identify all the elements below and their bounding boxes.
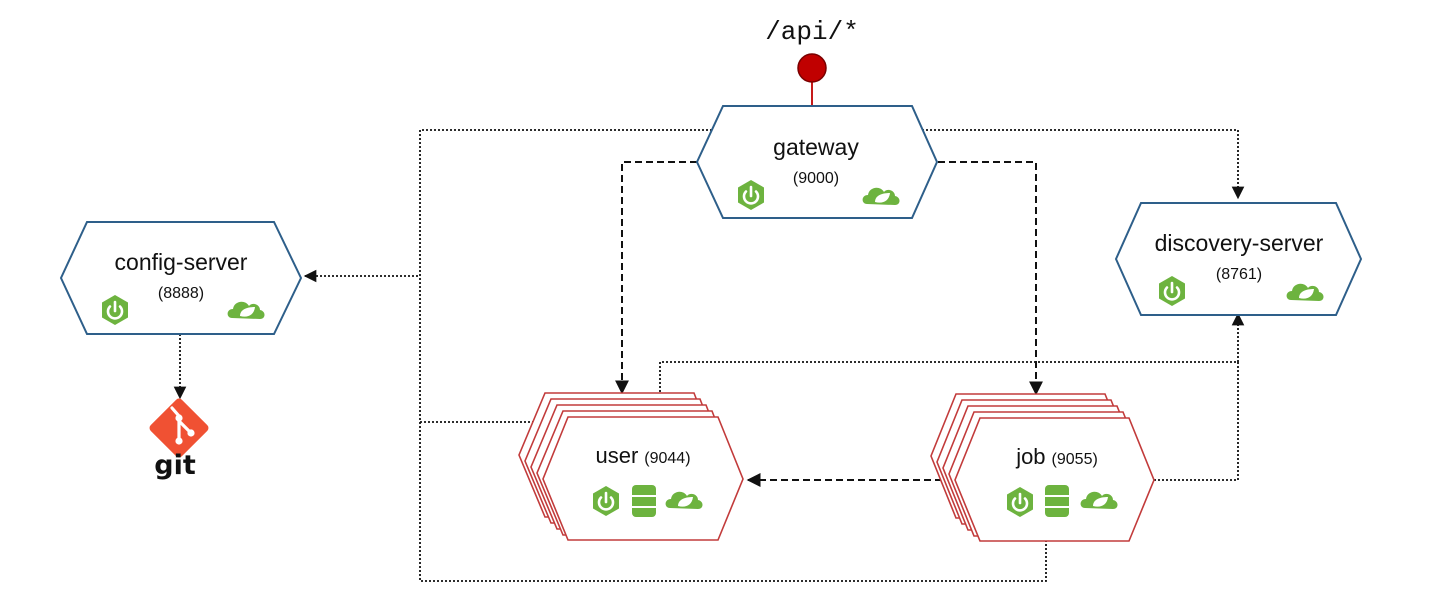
discovery-server-node[interactable]: discovery-server (8761) [1114, 202, 1363, 316]
database-icon [631, 484, 657, 518]
job-name: job [1015, 444, 1045, 469]
git-branch-dot [175, 414, 183, 422]
job-service-node[interactable]: job (9055) [930, 393, 1155, 542]
config-server-name: config-server [115, 249, 248, 275]
user-to-discovery-connector [659, 312, 1245, 392]
user-service-node[interactable]: user (9044) [518, 392, 744, 541]
gateway-to-job-route [938, 161, 1043, 396]
gateway-name: gateway [773, 134, 859, 160]
user-title: user (9044) [595, 443, 690, 468]
discovery-server-name: discovery-server [1155, 230, 1324, 256]
git-wordmark: git [154, 450, 196, 481]
gateway-hexagon [695, 105, 939, 219]
gateway-to-user-route [615, 161, 697, 395]
config-server-hexagon [59, 221, 303, 335]
database-icon [1044, 484, 1070, 518]
git-logo: git [149, 398, 209, 481]
git-branch-dot [175, 437, 183, 445]
gateway-node[interactable]: gateway (9000) [695, 105, 939, 219]
gateway-to-config-connector [303, 129, 712, 283]
git-branch-dot [187, 429, 195, 437]
connectors [173, 129, 1245, 582]
user-port: (9044) [644, 450, 690, 467]
job-title: job (9055) [1015, 444, 1098, 469]
user-to-config-connector [419, 278, 538, 423]
api-endpoint: /api/* [765, 17, 859, 106]
job-instance-hexagon [954, 417, 1155, 542]
endpoint-dot [797, 53, 827, 83]
config-server-port: (8888) [158, 285, 204, 302]
gateway-port: (9000) [793, 170, 839, 187]
gateway-to-discovery-connector [922, 129, 1245, 200]
job-to-config-connector [419, 422, 1047, 582]
job-to-discovery-connector [1154, 362, 1239, 481]
job-port: (9055) [1052, 451, 1098, 468]
user-instance-hexagon [542, 416, 744, 541]
api-path-label: /api/* [765, 17, 859, 47]
user-name: user [595, 443, 638, 468]
config-server-node[interactable]: config-server (8888) [59, 221, 303, 335]
discovery-server-port: (8761) [1216, 266, 1262, 283]
discovery-server-hexagon [1114, 202, 1363, 316]
